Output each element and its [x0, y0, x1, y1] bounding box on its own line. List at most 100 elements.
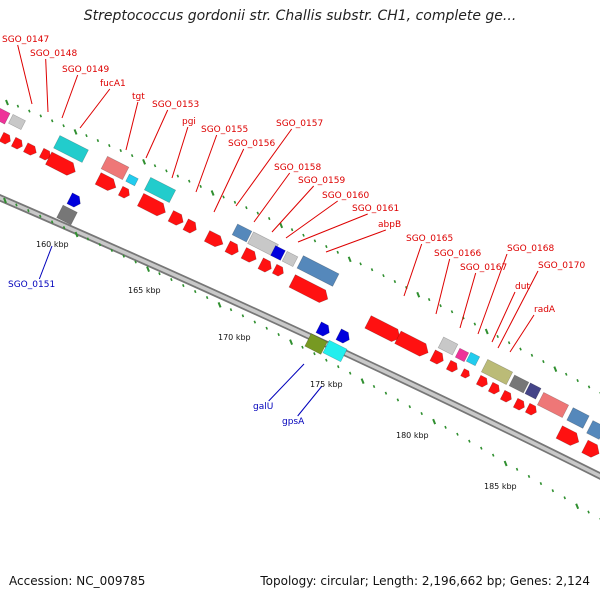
tick-mark	[290, 228, 294, 232]
label-leader-line	[171, 126, 189, 179]
label-leader-line	[491, 291, 516, 343]
tick-mark	[539, 481, 543, 486]
tick-mark	[98, 243, 102, 247]
gene-feature	[94, 172, 117, 191]
tick-mark	[27, 208, 30, 213]
gene-feature	[454, 347, 470, 363]
tick-mark	[503, 460, 508, 467]
gene-label: SGO_0155	[201, 125, 248, 135]
tick-mark	[158, 272, 161, 276]
tick-mark	[170, 278, 173, 282]
gene-feature	[335, 328, 350, 344]
tick-mark	[515, 467, 519, 471]
gene-label: SGO_0159	[298, 176, 345, 186]
label-leader-line	[79, 88, 111, 129]
gene-feature	[136, 193, 166, 217]
gene-feature	[465, 351, 481, 367]
tick-mark	[416, 291, 421, 298]
tick-mark	[563, 496, 566, 500]
label-leader-line	[435, 258, 451, 315]
gene-feature	[270, 245, 286, 261]
tick-mark	[468, 439, 471, 443]
label-leader-line	[271, 185, 315, 233]
gene-labels: SGO_0147SGO_0148SGO_0149fucA1tgtSGO_0153…	[2, 35, 585, 427]
gene-label: SGO_0148	[30, 49, 77, 59]
gene-feature	[296, 255, 340, 287]
gene-feature	[0, 107, 11, 125]
tick-mark	[587, 385, 591, 389]
tick-mark	[50, 119, 54, 123]
tick-mark	[576, 379, 579, 383]
label-leader-line	[497, 270, 539, 349]
gene-label: dut	[515, 282, 530, 292]
label-leader-line	[17, 44, 33, 105]
gene-feature	[45, 151, 76, 176]
gene-feature	[437, 336, 459, 356]
tick-mark	[5, 99, 9, 106]
tick-mark	[456, 432, 459, 436]
tick-mark	[359, 262, 362, 266]
gene-feature	[66, 192, 81, 208]
tick-mark	[372, 384, 376, 389]
gene-label: SGO_0147	[2, 35, 49, 45]
gene-feature	[167, 210, 184, 226]
gene-feature	[8, 113, 26, 131]
label-leader-line	[145, 109, 169, 159]
gene-feature	[53, 135, 89, 163]
tick-mark	[222, 195, 225, 199]
tick-mark	[245, 206, 248, 210]
gene-feature	[394, 330, 429, 357]
tick-mark	[267, 217, 271, 221]
tick-mark	[199, 184, 202, 188]
tick-mark	[108, 144, 111, 148]
tick-mark	[119, 149, 122, 153]
map-title: Streptococcus gordonii str. Challis subs…	[83, 8, 517, 24]
label-leader-line	[45, 58, 49, 113]
kbp-tick-label: 180 kbp	[396, 431, 429, 440]
tick-mark	[193, 289, 197, 294]
gene-feature	[304, 333, 328, 355]
gene-label: SGO_0158	[274, 163, 321, 173]
tick-mark	[205, 295, 209, 300]
label-leader-line	[509, 314, 535, 353]
tick-mark	[496, 334, 499, 339]
gene-label: SGO_0165	[406, 234, 453, 244]
gene-feature	[231, 223, 253, 243]
tick-mark	[165, 169, 168, 173]
gene-feature	[555, 425, 580, 446]
tick-mark	[564, 372, 568, 376]
gene-feature	[460, 368, 470, 379]
kbp-tick-label: 185 kbp	[484, 482, 517, 491]
tick-mark	[86, 237, 90, 241]
label-leader-line	[325, 229, 387, 253]
tick-mark	[575, 503, 580, 510]
gene-label: gpsA	[282, 417, 305, 427]
kbp-tick-label: 160 kbp	[36, 240, 69, 249]
gene-feature	[224, 240, 239, 256]
tick-mark	[301, 345, 304, 349]
label-leader-line	[125, 101, 139, 151]
backbone	[0, 194, 600, 480]
gene-feature	[487, 381, 500, 395]
tick-mark	[519, 347, 522, 351]
tick-mark	[62, 124, 65, 128]
tick-mark	[444, 425, 447, 429]
tick-mark	[439, 304, 442, 308]
gene-feature	[143, 177, 177, 203]
tick-mark	[393, 280, 397, 284]
tick-mark	[480, 446, 483, 450]
tick-mark	[96, 139, 100, 143]
gene-label: abpB	[378, 220, 401, 230]
tick-mark	[289, 339, 294, 345]
label-leader-line	[297, 385, 323, 417]
tick-mark	[325, 245, 328, 249]
gene-feature	[125, 173, 139, 187]
tick-mark	[146, 266, 150, 272]
tick-mark	[134, 260, 137, 264]
gene-feature	[117, 185, 130, 199]
tick-mark	[153, 164, 157, 168]
tick-mark	[279, 222, 284, 229]
accession-text: Accession: NC_009785	[9, 574, 146, 588]
gene-label: SGO_0161	[352, 204, 399, 214]
gene-feature	[364, 315, 401, 343]
